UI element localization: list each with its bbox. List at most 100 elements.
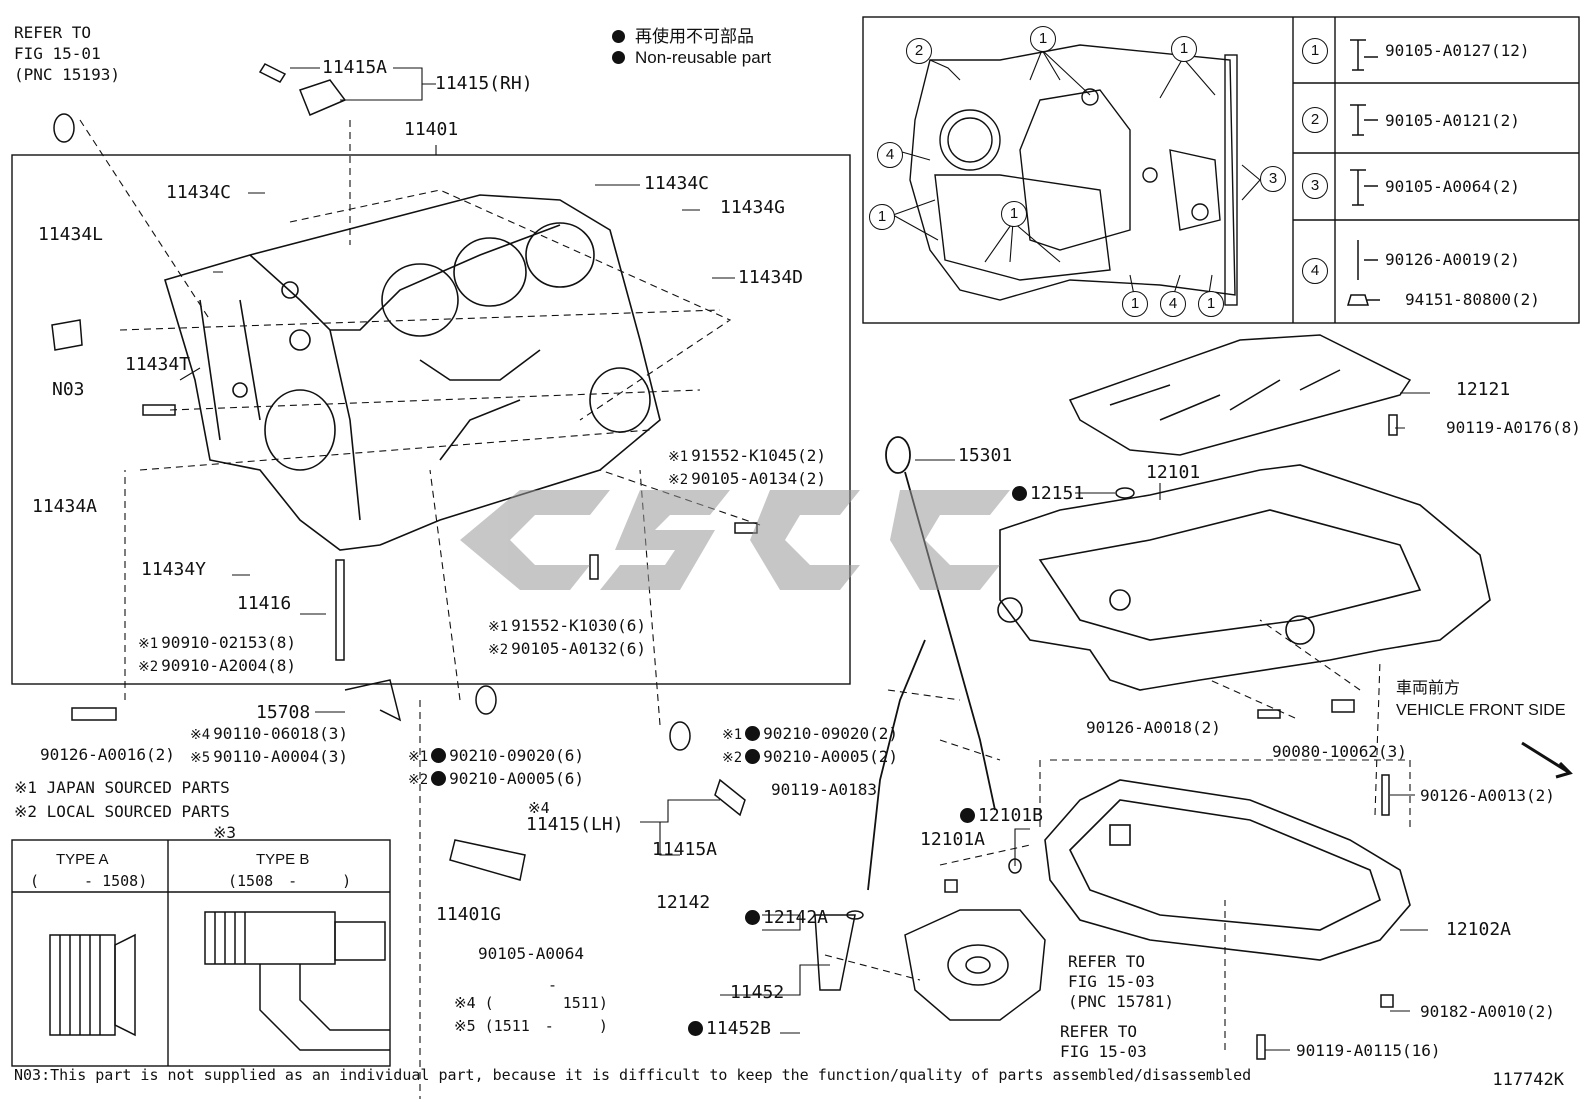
- part-15301[interactable]: 15301: [958, 445, 1013, 466]
- part-11434C-right[interactable]: 11434C: [644, 173, 710, 194]
- part-11415LH[interactable]: 11415(LH): [526, 814, 624, 835]
- part-90910-02153[interactable]: 90910-02153(8): [161, 633, 297, 652]
- part-90126-A0016[interactable]: 90126-A0016(2): [40, 745, 175, 764]
- type-box: [11, 839, 391, 1067]
- part-12121[interactable]: 12121: [1456, 379, 1511, 400]
- inset-callout-1: 1: [1122, 291, 1148, 317]
- part-90910-A2004[interactable]: 90910-A2004(8): [161, 656, 297, 675]
- type-a-fitting: [49, 933, 136, 1037]
- part-11401G[interactable]: 11401G: [436, 904, 502, 925]
- part-11452[interactable]: 11452: [730, 982, 785, 1003]
- table-row-2-num: 2: [1302, 107, 1328, 133]
- part-11434T[interactable]: 11434T: [125, 354, 191, 375]
- inset-callout-1: 1: [1171, 36, 1197, 62]
- part-91552-K1030[interactable]: 91552-K1030(6): [511, 616, 647, 635]
- inset-callout-2: 2: [906, 38, 932, 64]
- note-mark-4-top: ※4: [528, 799, 550, 817]
- part-90210-09020-6[interactable]: 90210-09020(6): [449, 746, 585, 765]
- non-reusable-dot-icon: [612, 30, 625, 43]
- part-12101[interactable]: 12101: [1146, 462, 1201, 483]
- inset-callout-1: 1: [869, 204, 895, 230]
- part-12102A[interactable]: 12102A: [1446, 919, 1512, 940]
- part-12101A[interactable]: 12101A: [920, 829, 986, 850]
- vehicle-front-en: VEHICLE FRONT SIDE: [1396, 702, 1566, 719]
- part-90210-09020-2[interactable]: 90210-09020(2): [763, 724, 899, 743]
- table-row-4-part2[interactable]: 94151-80800(2): [1405, 290, 1540, 309]
- part-11415A-top[interactable]: 11415A: [322, 57, 388, 78]
- inset-callout-1: 1: [1001, 201, 1027, 227]
- inset-frame: [862, 16, 1580, 324]
- part-90105-A0134[interactable]: 90105-A0134(2): [691, 469, 827, 488]
- part-90105-A0064[interactable]: 90105-A0064: [478, 944, 584, 963]
- legend-jp: 再使用不可部品: [612, 22, 754, 47]
- table-row-1-num: 1: [1302, 38, 1328, 64]
- note-mark-3: ※3: [213, 823, 237, 842]
- part-11434A[interactable]: 11434A: [32, 496, 98, 517]
- non-reusable-dot-icon: [745, 726, 761, 741]
- part-12101B[interactable]: 12101B: [960, 806, 1043, 826]
- part-91552-K1045[interactable]: 91552-K1045(2): [691, 446, 827, 465]
- part-11415RH[interactable]: 11415(RH): [435, 73, 533, 94]
- footnote: N03:This part is not supplied as an indi…: [14, 1066, 1252, 1084]
- type-a-range: ( - 1508): [30, 872, 148, 890]
- table-row-1-part[interactable]: 90105-A0127(12): [1385, 41, 1530, 60]
- table-row-2-part[interactable]: 90105-A0121(2): [1385, 111, 1520, 130]
- part-11416[interactable]: 11416: [237, 593, 292, 614]
- engine-block-frame: [11, 154, 851, 685]
- part-90119-A0115[interactable]: 90119-A0115(16): [1296, 1041, 1441, 1060]
- part-11434C-left[interactable]: 11434C: [166, 182, 232, 203]
- part-90110-06018[interactable]: 90110-06018(3): [213, 724, 349, 743]
- part-90105-A0132[interactable]: 90105-A0132(6): [511, 639, 647, 658]
- part-11434Y[interactable]: 11434Y: [141, 559, 207, 580]
- part-90110-A0004[interactable]: 90110-A0004(3): [213, 747, 349, 766]
- part-90080-10062[interactable]: 90080-10062(3): [1272, 742, 1407, 761]
- refer-oil-filter: REFER TO FIG 15-03 (PNC 15781): [1068, 952, 1174, 1011]
- part-11434D[interactable]: 11434D: [738, 267, 804, 288]
- part-90126-A0013[interactable]: 90126-A0013(2): [1420, 786, 1555, 805]
- oil-pan-lower-sketch: [1044, 779, 1411, 961]
- part-90119-A0183[interactable]: 90119-A0183: [771, 780, 877, 799]
- range-mark-4: ※4 ( 1511): [454, 994, 608, 1012]
- inset-callout-1: 1: [1030, 26, 1056, 52]
- cylinder-block-sketch: [164, 194, 661, 551]
- oil-pan-upper-sketch: [997, 464, 1491, 691]
- front-arrow: [1521, 741, 1573, 779]
- note-japan: ※1 JAPAN SOURCED PARTS: [14, 778, 230, 797]
- part-15708[interactable]: 15708: [256, 702, 311, 723]
- vehicle-front-jp: 車両前方: [1396, 680, 1461, 697]
- table-row-4-part[interactable]: 90126-A0019(2): [1385, 250, 1520, 269]
- part-12151[interactable]: 12151: [1012, 484, 1084, 504]
- part-12142[interactable]: 12142: [656, 892, 711, 913]
- refer-bolt: REFER TO FIG 15-03: [1060, 1022, 1147, 1061]
- part-11434L[interactable]: 11434L: [38, 224, 104, 245]
- non-reusable-dot-icon: [612, 51, 625, 64]
- non-reusable-dot-icon: [431, 771, 447, 786]
- table-row-3-num: 3: [1302, 173, 1328, 199]
- part-90210-A0005-2[interactable]: 90210-A0005(2): [763, 747, 899, 766]
- part-90126-A0018[interactable]: 90126-A0018(2): [1086, 718, 1221, 737]
- table-row-4-num: 4: [1302, 258, 1328, 284]
- type-b-title: TYPE B: [256, 851, 310, 868]
- non-reusable-dot-icon: [960, 808, 975, 823]
- part-11452B[interactable]: 11452B: [688, 1019, 771, 1039]
- part-12142A[interactable]: 12142A: [745, 908, 828, 928]
- non-reusable-dot-icon: [745, 749, 761, 764]
- watermark-logo: [460, 490, 1010, 590]
- part-11434G[interactable]: 11434G: [720, 197, 786, 218]
- legend-en: Non-reusable part: [612, 48, 771, 68]
- inset-callout-4: 4: [877, 142, 903, 168]
- note-local: ※2 LOCAL SOURCED PARTS: [14, 802, 230, 821]
- table-row-3-part[interactable]: 90105-A0064(2): [1385, 177, 1520, 196]
- part-11401[interactable]: 11401: [404, 119, 459, 140]
- part-90182-A0010[interactable]: 90182-A0010(2): [1420, 1002, 1555, 1021]
- figure-code: 117742K: [1492, 1070, 1564, 1090]
- part-90119-A0176[interactable]: 90119-A0176(8): [1446, 418, 1581, 437]
- part-N03[interactable]: N03: [52, 379, 85, 400]
- inset-callout-4: 4: [1160, 291, 1186, 317]
- part-90210-A0005-6[interactable]: 90210-A0005(6): [449, 769, 585, 788]
- part-11415A-bottom[interactable]: 11415A: [652, 839, 718, 860]
